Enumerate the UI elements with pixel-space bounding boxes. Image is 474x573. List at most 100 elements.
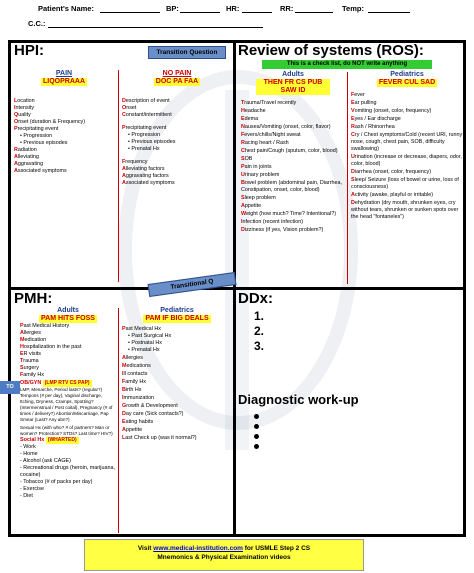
ros-adult-item: Edema [241, 116, 259, 122]
workup-bullet-2[interactable] [254, 424, 259, 429]
pain-item: Radiation [14, 147, 37, 153]
workup-bullet-4[interactable] [254, 444, 259, 449]
social-item: - Exercise [20, 486, 44, 492]
bp-line[interactable] [180, 12, 220, 13]
ros-adult-item: Urinary problem [241, 172, 280, 178]
pain-mnemonic: LIQOPRAAA [41, 78, 87, 86]
to-arrow: TO [0, 381, 20, 394]
obgyn-line: OB/GYN (LMP RTV CS PAP) [20, 380, 92, 387]
rr-line[interactable] [295, 12, 333, 13]
cc-label: C.C.: [28, 19, 46, 28]
pmh-peds-mnemonic: PAM IF BIG DEALS [143, 315, 211, 323]
pmh-title: PMH: [14, 290, 53, 307]
pmh-adult-item: Surgery [20, 365, 39, 371]
pmh-peds-item: Past Medical Hx [122, 326, 161, 332]
social-item: - Tobacco (# of packs per day) [20, 479, 93, 485]
pain-item: Quality [14, 112, 31, 118]
workup-bullet-1[interactable] [254, 414, 259, 419]
hr-line[interactable] [242, 12, 272, 13]
ros-adults-column: Adults THEN FR CS PUB SAW ID Trauma/Trav… [241, 71, 345, 234]
ddx-item-1[interactable]: 1. [254, 309, 265, 323]
rr-label: RR: [280, 4, 294, 13]
pmh-adults-mnemonic: PAM HITS FOSS [39, 315, 97, 323]
social-item: - Recreational drugs (heroin, marijuana,… [20, 465, 115, 478]
nopain-item: Constant/intermittent [122, 112, 172, 118]
cc-line[interactable] [48, 27, 263, 28]
pmh-divider [118, 308, 119, 533]
social-item: - Alcohol (ask CAGE) [20, 458, 71, 464]
bp-label: BP: [166, 4, 179, 13]
pain-item: Alleviating [14, 154, 39, 160]
nopain-subitem: Progression [122, 132, 232, 139]
temp-label: Temp: [342, 4, 364, 13]
social-item: - Diet [20, 493, 33, 499]
ros-adult-item: Racing heart / Rash [241, 140, 289, 146]
pmh-adult-item: Medication [20, 337, 47, 343]
obgyn-details: LMP, Menarche, Period lasts? (regular?) … [20, 387, 113, 422]
footer-link[interactable]: www.medical-institution.com [153, 545, 243, 552]
pain-item: Precipitating event [14, 126, 59, 132]
ros-adult-item: Trauma/Travel recently [241, 100, 297, 106]
ros-adult-item: SOB [241, 156, 253, 162]
ros-peds-item: Fever [351, 92, 365, 98]
nopain-item: Precipitating event [122, 125, 167, 131]
pmh-peds-item: Immunization [122, 395, 155, 401]
ros-adult-item: Headache [241, 108, 266, 114]
pmh-peds-item: Day care (Sick contacts?) [122, 411, 184, 417]
ddx-box [233, 287, 466, 537]
footer-visit: Visit [137, 545, 152, 552]
footer-line2: Mnemonics & Physical Examination videos [157, 554, 291, 561]
pmh-adults-column: Adults PAM HITS FOSS Past Medical Histor… [20, 307, 116, 500]
nopain-subitem: Prenatal Hx [122, 146, 232, 153]
ros-adults-heading: Adults [282, 71, 304, 78]
pmh-peds-item: Birth Hx [122, 387, 142, 393]
ros-adult-item: Bowel problem (abdominal pain, Diarrhea,… [241, 180, 342, 193]
footer-for: for USMLE Step 2 CS [244, 545, 311, 552]
patient-name-line[interactable] [100, 12, 160, 13]
footer-banner: Visit www.medical-institution.com for US… [84, 539, 364, 571]
workup-bullet-3[interactable] [254, 434, 259, 439]
ros-peds-item: Eyes / Ear discharge [351, 116, 401, 122]
pmh-peds-heading: Pediatrics [160, 307, 194, 314]
pmh-peds-subitem: Postnatal Hx [122, 340, 232, 347]
ros-peds-item: Diarrhea (onset, color, frequency) [351, 169, 432, 175]
pain-subitem: Progression [14, 133, 114, 140]
pmh-peds-item: Appetite [122, 427, 143, 433]
ros-peds-item: Urination (increase or decrease, diapers… [351, 154, 462, 167]
nopain-item: Frequency [122, 159, 148, 165]
ros-adult-item: Weight (how much? Time? Intentional?) [241, 211, 336, 217]
pmh-peds-item: Last Check up (was it normal?) [122, 435, 197, 441]
pain-subitem: Previous episodes [14, 140, 114, 147]
sexual-history: Sexual Hx (with who? # of partners? Man … [20, 425, 113, 436]
pmh-adult-item: Trauma [20, 358, 39, 364]
ros-peds-item: Sleep/ Seizure (loss of bowel or urine, … [351, 177, 459, 190]
pmh-peds-item: Eating habits [122, 419, 154, 425]
pain-item: Aggravating [14, 161, 44, 167]
ros-peds-item: Vomiting (onset, color, frequency) [351, 108, 432, 114]
pmh-peds-item: Growth & Development [122, 403, 178, 409]
ros-peds-item: Activity (awake, playful or irritable) [351, 192, 434, 198]
ros-adult-item: Sleep problem [241, 195, 276, 201]
ros-peds-item: Rash / Rhinorrhea [351, 124, 395, 130]
ros-adult-item: Fevers/chills/Night sweat [241, 132, 301, 138]
ros-adult-item: Dizziness (if yes, Vision problem?) [241, 227, 324, 233]
ros-title: Review of systems (ROS): [238, 42, 424, 59]
ros-peds-mnemonic: FEVER CUL SAD [376, 79, 438, 87]
social-item: - Work [20, 444, 36, 450]
workup-title: Diagnostic work-up [238, 392, 359, 407]
ros-peds-item: Dehydration (dry mouth, shrunken eyes, c… [351, 200, 459, 220]
ddx-item-2[interactable]: 2. [254, 324, 265, 338]
ddx-item-3[interactable]: 3. [254, 339, 265, 353]
temp-line[interactable] [368, 12, 410, 13]
hpi-title: HPI: [14, 42, 44, 59]
ddx-list[interactable]: 1. 2. 3. [254, 309, 264, 354]
ros-adult-item: Pain in joints [241, 164, 272, 170]
pmh-adult-item: Allergies [20, 330, 41, 336]
pmh-peds-column: Pediatrics PAM IF BIG DEALS Past Medical… [122, 307, 232, 442]
pmh-adults-heading: Adults [57, 307, 79, 314]
pain-item: Intensity [14, 105, 35, 111]
ros-adult-item: Chest pain/Cough (sputum, color, blood) [241, 148, 338, 154]
